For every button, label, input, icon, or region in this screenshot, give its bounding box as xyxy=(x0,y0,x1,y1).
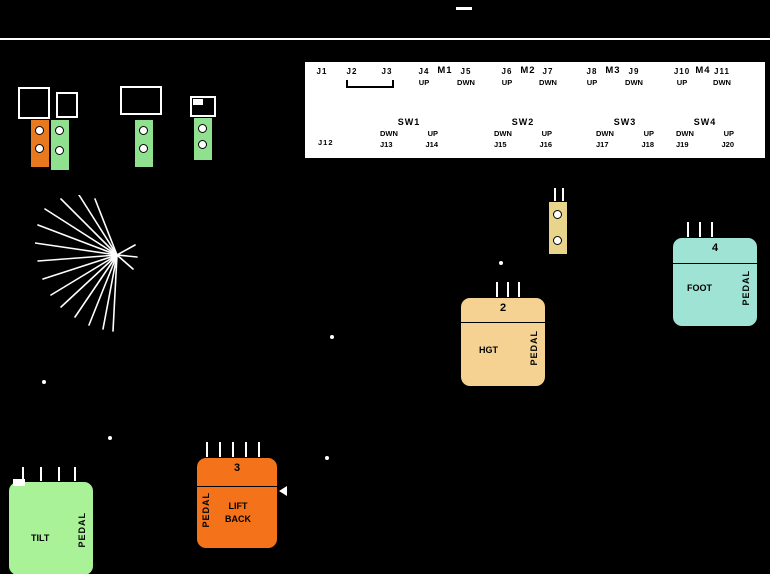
pedal-divider xyxy=(673,263,757,264)
panel-label-j12: J12 xyxy=(318,138,334,147)
connector-pin xyxy=(258,442,260,457)
junction-dot xyxy=(499,261,503,265)
connector-box-4-fill xyxy=(193,99,203,105)
strip-terminal xyxy=(198,124,207,133)
panel-label-j2: J2 xyxy=(346,67,358,76)
pedal-divider xyxy=(197,486,277,487)
pedal-box-foot: 4 FOOT PEDAL xyxy=(672,237,758,327)
strip-terminal xyxy=(35,126,44,135)
connector-pin xyxy=(711,222,713,237)
strip-terminal xyxy=(553,236,562,245)
pedal-number: 4 xyxy=(711,242,719,254)
strip-terminal xyxy=(139,144,148,153)
connector-pin xyxy=(554,188,556,201)
junction-dot xyxy=(42,380,46,384)
junction-dot xyxy=(330,335,334,339)
pedal-side-label: PEDAL xyxy=(529,330,539,366)
connector-pin xyxy=(562,188,564,201)
pedal-side-label: PEDAL xyxy=(77,512,87,548)
strip-terminal xyxy=(55,146,64,155)
strip-terminal xyxy=(55,126,64,135)
pedal-number: 2 xyxy=(499,302,507,314)
pedal-label: FOOT xyxy=(687,283,712,293)
jumper-bracket xyxy=(346,80,394,88)
connector-pin xyxy=(699,222,701,237)
pedal-divider xyxy=(461,322,545,323)
strip-terminal xyxy=(35,144,44,153)
pedal-label: TILT xyxy=(31,533,50,543)
strip-terminal xyxy=(139,126,148,135)
pedal-notch xyxy=(13,479,25,486)
panel-label-m3: M3 xyxy=(605,65,621,76)
connector-box-4 xyxy=(190,96,216,117)
connector-pin xyxy=(40,467,42,481)
connector-pin xyxy=(496,282,498,297)
pedal-box-tilt: TILT PEDAL xyxy=(8,479,94,574)
connector-pin xyxy=(232,442,234,457)
connector-pin xyxy=(518,282,520,297)
connector-pin xyxy=(74,467,76,481)
connector-pin xyxy=(687,222,689,237)
title-dash xyxy=(456,7,472,10)
junction-dot xyxy=(108,436,112,440)
wire-starburst xyxy=(35,195,138,332)
panel-label-j3: J3 xyxy=(381,67,393,76)
connector-pin xyxy=(206,442,208,457)
connector-box-1 xyxy=(18,87,50,119)
connector-pin xyxy=(22,467,24,481)
panel-label-m4: M4 xyxy=(695,65,711,76)
panel-label-m2: M2 xyxy=(520,65,536,76)
junction-dot xyxy=(325,456,329,460)
panel-label-j1: J1 xyxy=(316,67,328,76)
pedal-side-label: PEDAL xyxy=(201,492,211,528)
pedal-box-hgt: 2 HGT PEDAL xyxy=(460,297,546,387)
pedal-number: 3 xyxy=(233,462,241,474)
arrow-left-icon xyxy=(279,486,287,496)
pedal-label: HGT xyxy=(479,345,498,355)
pedal-side-label: PEDAL xyxy=(741,270,751,306)
connector-pin xyxy=(507,282,509,297)
connector-box-2 xyxy=(56,92,78,118)
connector-pin xyxy=(245,442,247,457)
strip-terminal xyxy=(553,210,562,219)
pedal-label: LIFT BACK xyxy=(225,501,251,524)
connector-box-3 xyxy=(120,86,162,115)
connector-pin xyxy=(219,442,221,457)
pedal-box-liftback: 3 LIFT BACK PEDAL xyxy=(196,457,278,549)
panel-label-m1: M1 xyxy=(437,65,453,76)
top-divider-line xyxy=(0,38,770,40)
strip-terminal xyxy=(198,140,207,149)
connector-pin xyxy=(58,467,60,481)
